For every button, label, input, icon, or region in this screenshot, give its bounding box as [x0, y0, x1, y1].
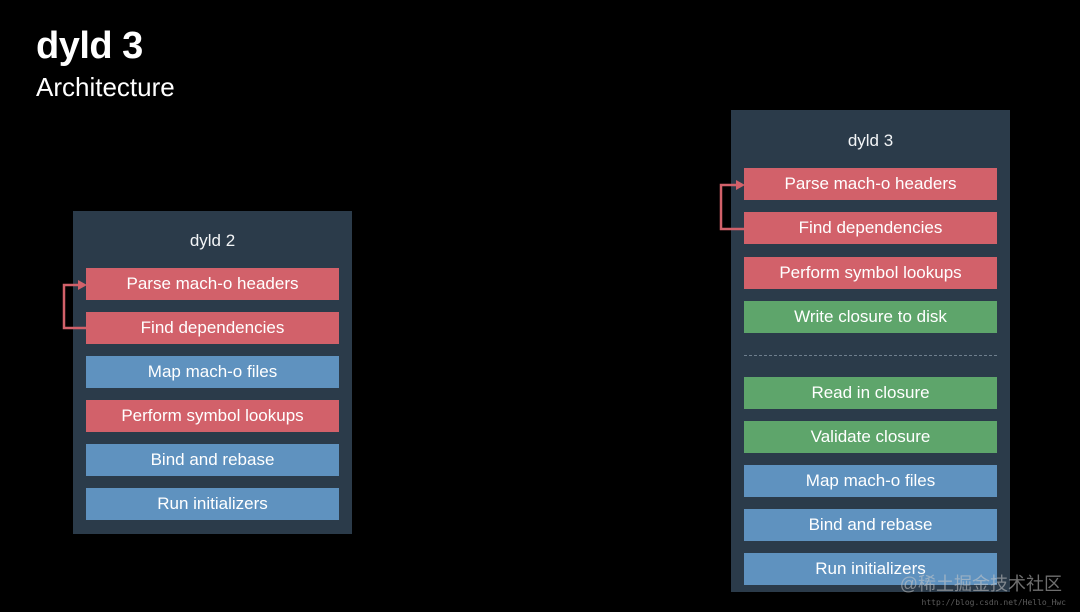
page-title: dyld 3	[36, 25, 143, 67]
dyld3-step-write-closure: Write closure to disk	[744, 301, 997, 333]
dyld2-step-parse-headers: Parse mach-o headers	[86, 268, 339, 300]
dyld2-step-find-dependencies: Find dependencies	[86, 312, 339, 344]
dyld2-panel: dyld 2 Parse mach-o headers Find depende…	[73, 211, 352, 534]
dyld3-panel: dyld 3 Parse mach-o headers Find depende…	[731, 110, 1010, 592]
dyld2-step-map-files: Map mach-o files	[86, 356, 339, 388]
dyld3-loop-arrow	[719, 180, 745, 231]
dyld3-step-read-closure: Read in closure	[744, 377, 997, 409]
dyld3-step-bind-rebase: Bind and rebase	[744, 509, 997, 541]
dyld3-step-run-initializers: Run initializers	[744, 553, 997, 585]
dyld3-step-symbol-lookups: Perform symbol lookups	[744, 257, 997, 289]
dyld2-loop-arrow	[62, 280, 87, 330]
dyld2-step-run-initializers: Run initializers	[86, 488, 339, 520]
dyld3-step-validate-closure: Validate closure	[744, 421, 997, 453]
watermark-url: http://blog.csdn.net/Hello_Hwc	[921, 598, 1067, 607]
dyld3-step-parse-headers: Parse mach-o headers	[744, 168, 997, 200]
page-subtitle: Architecture	[36, 72, 175, 102]
dyld2-step-symbol-lookups: Perform symbol lookups	[86, 400, 339, 432]
dyld2-step-bind-rebase: Bind and rebase	[86, 444, 339, 476]
watermark-text: @稀土掘金技术社区	[899, 574, 1062, 594]
dyld3-step-map-files: Map mach-o files	[744, 465, 997, 497]
dyld3-panel-title: dyld 3	[847, 131, 894, 150]
dyld3-step-find-dependencies: Find dependencies	[744, 212, 997, 244]
dyld3-divider	[744, 355, 997, 356]
dyld2-panel-title: dyld 2	[189, 231, 236, 250]
